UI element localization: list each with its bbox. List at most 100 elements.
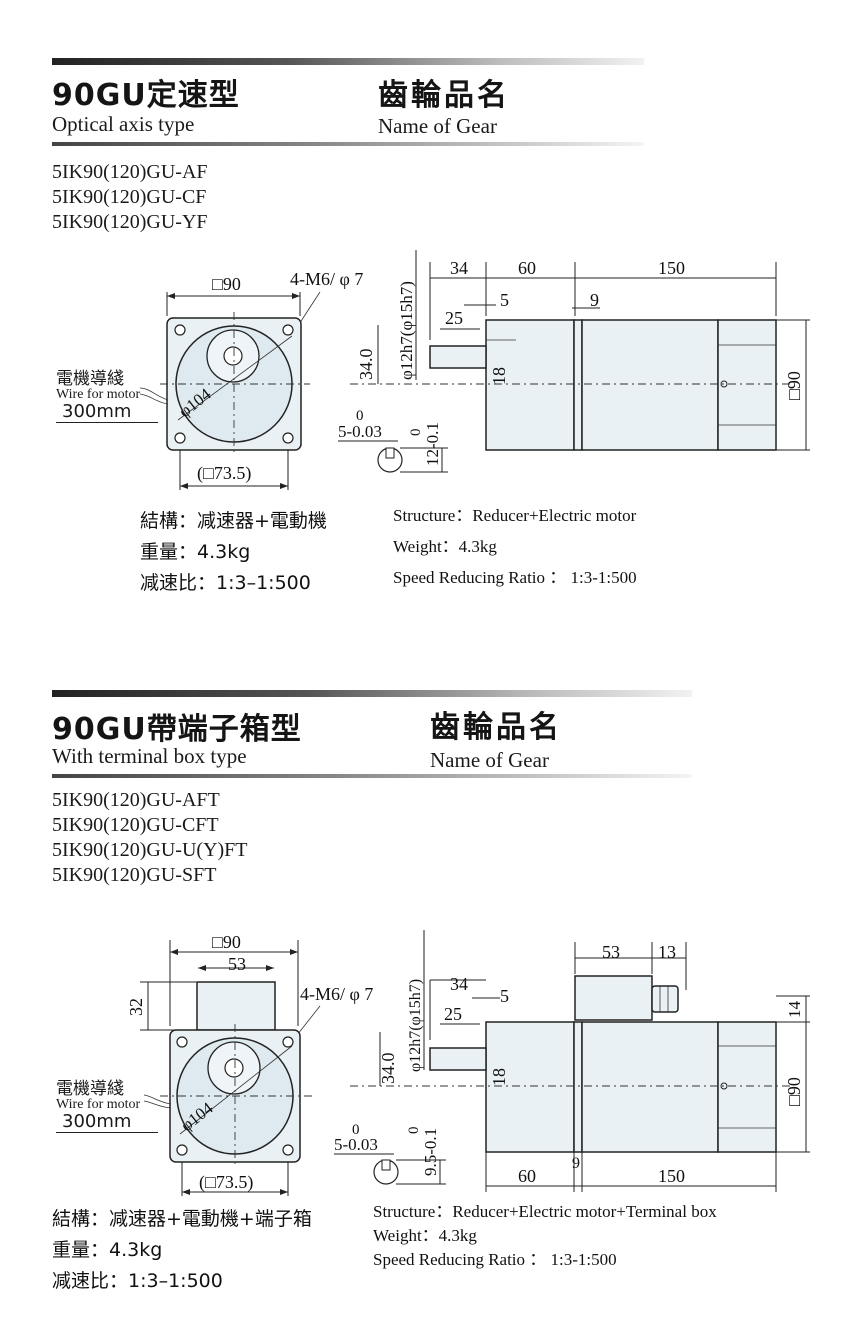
section-terminal-box: 90GU帶端子箱型 齒輪品名 With terminal box type Na… (0, 640, 860, 1332)
type-title: 90GU帶端子箱型 (52, 712, 302, 747)
cable-gland (651, 985, 679, 1013)
spec-weight-cn: 重量：4.3kg (140, 541, 251, 563)
gearbox-body (485, 1021, 575, 1153)
section-optical-axis: 90GU定速型 齒輪品名 Optical axis type Name of G… (0, 0, 860, 640)
dim-25: 25 (445, 308, 463, 328)
tol-top: 0 (352, 1122, 360, 1138)
shaft (429, 1047, 487, 1071)
dim-13: 13 (658, 942, 676, 962)
dim-square-90: □90 (212, 274, 241, 294)
dim-53-side: 53 (602, 942, 620, 962)
dim-150: 150 (658, 258, 685, 278)
dim-34: 34 (450, 974, 468, 994)
front-view: □90 53 32 4-M6/ φ 7 φ104 (126, 932, 373, 1196)
model-item: 5IK90(120)GU-U(Y)FT (52, 839, 248, 861)
key-detail: 0 5-0.03 0 12-0.1 (338, 408, 448, 473)
dim-90-right: □90 (784, 1077, 804, 1106)
specs-en: Structure：Reducer+Electric motor+Termina… (373, 1200, 717, 1272)
wire-label: 電機導綫 Wire for motor 300mm (56, 1074, 158, 1133)
dim-34: 34 (450, 258, 468, 278)
side-view: 34 60 150 25 5 9 φ12h7(φ15h7) 34.0 (350, 250, 810, 451)
specs-cn: 結構：减速器+電動機+端子箱 重量：4.3kg 减速比：1:3–1:500 (52, 1204, 312, 1297)
dim-25: 25 (444, 1004, 462, 1024)
side-view: φ12h7(φ15h7) 53 13 34 5 25 (350, 930, 810, 1192)
dim-18: 18 (489, 1068, 509, 1086)
header-bar-top (52, 690, 692, 697)
spec-ratio-cn: 减速比：1:3–1:500 (140, 572, 311, 594)
dimension-drawing: □90 4-M6/ φ 7 φ104 (□73.5) (139, 250, 810, 490)
model-list: 5IK90(120)GU-AF 5IK90(120)GU-CF 5IK90(12… (52, 160, 208, 235)
model-item: 5IK90(120)GU-YF (52, 211, 208, 233)
shaft (429, 345, 487, 369)
dim-34v: 34.0 (356, 349, 376, 381)
model-item: 5IK90(120)GU-SFT (52, 864, 217, 886)
tol-9-5: 9.5-0.1 (421, 1128, 440, 1176)
header-bar-top (52, 58, 644, 65)
spec-weight-cn: 重量：4.3kg (52, 1239, 163, 1261)
dim-34v: 34.0 (378, 1053, 398, 1085)
gear-subtitle: Name of Gear (430, 748, 549, 772)
wire-label: 電機導綫 Wire for motor 300mm (56, 364, 158, 423)
header-bar-bottom (52, 142, 644, 146)
model-item: 5IK90(120)GU-AFT (52, 789, 220, 811)
dim-5: 5 (500, 290, 509, 310)
dim-holes: 4-M6/ φ 7 (290, 269, 363, 289)
type-title: 90GU定速型 (52, 78, 240, 113)
tol-top2: 0 (406, 1127, 422, 1135)
wire-label-cn: 電機導綫 (56, 369, 124, 389)
front-view: □90 4-M6/ φ 7 φ104 (□73.5) (139, 269, 363, 490)
dim-14: 14 (785, 1001, 804, 1019)
type-subtitle: Optical axis type (52, 112, 195, 136)
spec-structure-en: Structure：Reducer+Electric motor+Termina… (373, 1202, 717, 1221)
gear-subtitle: Name of Gear (378, 114, 497, 138)
model-item: 5IK90(120)GU-AF (52, 161, 208, 183)
dim-60: 60 (518, 258, 536, 278)
model-item: 5IK90(120)GU-CF (52, 186, 207, 208)
wire-label-en: Wire for motor (56, 1097, 141, 1112)
gear-title: 齒輪品名 (378, 78, 510, 113)
model-item: 5IK90(120)GU-CFT (52, 814, 219, 836)
tol-top2: 0 (408, 429, 424, 437)
dim-18: 18 (489, 367, 509, 385)
dimension-drawing: □90 53 32 4-M6/ φ 7 φ104 (126, 930, 810, 1196)
tol-top: 0 (356, 408, 364, 424)
spec-ratio-en: Speed Reducing Ratio ： 1:3-1:500 (393, 568, 637, 587)
wire-length: 300mm (56, 401, 158, 423)
spec-structure-en: Structure：Reducer+Electric motor (393, 506, 637, 525)
tol-12: 12-0.1 (423, 422, 442, 466)
spec-weight-en: Weight：4.3kg (393, 537, 497, 556)
model-list: 5IK90(120)GU-AFT 5IK90(120)GU-CFT 5IK90(… (52, 788, 248, 888)
spec-structure-cn: 結構：减速器+電動機 (140, 510, 327, 532)
dim-9: 9 (590, 290, 599, 310)
dim-32: 32 (126, 998, 146, 1016)
spec-ratio-en: Speed Reducing Ratio ： 1:3-1:500 (373, 1250, 617, 1269)
spec-structure-cn: 結構：减速器+電動機+端子箱 (52, 1208, 312, 1230)
dim-53: 53 (228, 954, 246, 974)
dim-150: 150 (658, 1166, 685, 1186)
dim-60: 60 (518, 1166, 536, 1186)
specs-cn: 結構：减速器+電動機 重量：4.3kg 减速比：1:3–1:500 (140, 506, 327, 599)
wire-label-cn: 電機導綫 (56, 1079, 124, 1099)
dim-holes: 4-M6/ φ 7 (300, 984, 373, 1004)
dim-90-right: □90 (784, 371, 804, 400)
wire-label-en: Wire for motor (56, 387, 141, 402)
dim-5: 5 (500, 986, 509, 1006)
terminal-box-side (574, 975, 653, 1021)
gearbox-body (485, 319, 575, 451)
tol-5: 5-0.03 (334, 1135, 378, 1154)
key-detail: 0 5-0.03 0 9.5-0.1 (334, 1122, 446, 1185)
spec-ratio-cn: 减速比：1:3–1:500 (52, 1270, 223, 1292)
motor-body (581, 319, 719, 451)
gear-title: 齒輪品名 (430, 710, 562, 745)
motor-body (581, 1021, 719, 1153)
dim-shaft: φ12h7(φ15h7) (407, 979, 424, 1072)
specs-en: Structure：Reducer+Electric motor Weight：… (393, 500, 637, 593)
wire-length: 300mm (56, 1111, 158, 1133)
type-subtitle: With terminal box type (52, 744, 247, 768)
dim-shaft: φ12h7(φ15h7) (397, 281, 416, 380)
dim-9: 9 (572, 1155, 580, 1172)
dim-square-90: □90 (212, 932, 241, 952)
terminal-box-front (196, 981, 276, 1031)
dim-inner-square: (□73.5) (199, 1172, 253, 1193)
tol-5: 5-0.03 (338, 422, 382, 441)
